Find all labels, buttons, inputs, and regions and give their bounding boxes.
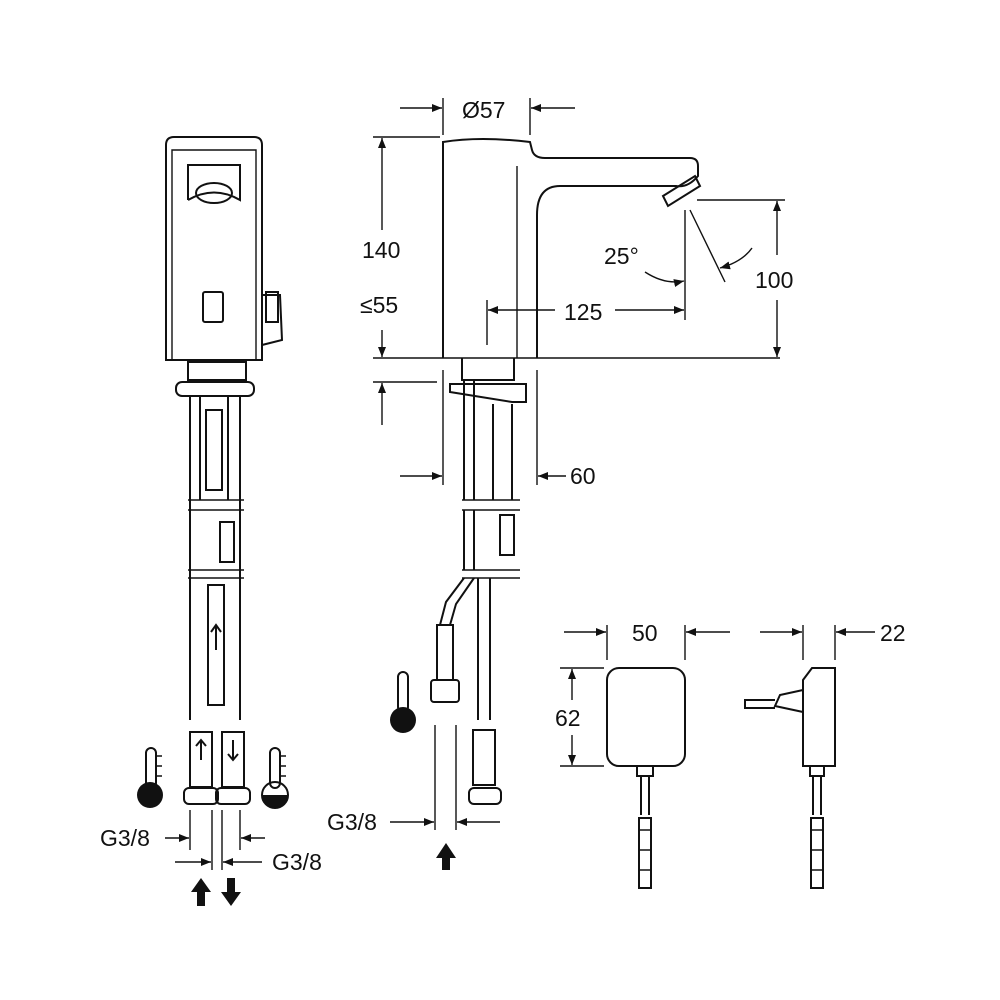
side-dimensions: Ø57 140 ≤55 125 25° 100 60 G3/8 [327,97,793,870]
front-thread-dims: G3/8 G3/8 [100,810,322,906]
side-view-faucet [430,138,702,805]
power-supply-side: 22 [744,620,906,889]
spout-height-label: 100 [755,267,793,293]
hole-diameter-label: 60 [570,463,596,489]
height-total-label: 140 [362,237,400,263]
thread-left-label: G3/8 [100,825,150,851]
thermometer-hot-icon [261,747,289,809]
front-view-faucet [165,136,284,805]
inflow-side-arrow-icon [436,843,456,870]
diameter-label: Ø57 [462,97,505,123]
outflow-arrow-icon [221,878,241,906]
inflow-arrow-icon [191,878,211,906]
spray-angle-label: 25° [604,243,639,269]
spout-reach-label: 125 [564,299,602,325]
thread-right-label: G3/8 [272,849,322,875]
deck-thickness-label: ≤55 [360,292,398,318]
psu-height-label: 62 [555,705,581,731]
power-supply-front: 50 62 [555,620,730,889]
psu-depth-label: 22 [880,620,906,646]
thermometer-cold-icon [137,747,163,808]
psu-width-label: 50 [632,620,658,646]
thermometer-side-icon [390,671,416,733]
thread-side-label: G3/8 [327,809,377,835]
